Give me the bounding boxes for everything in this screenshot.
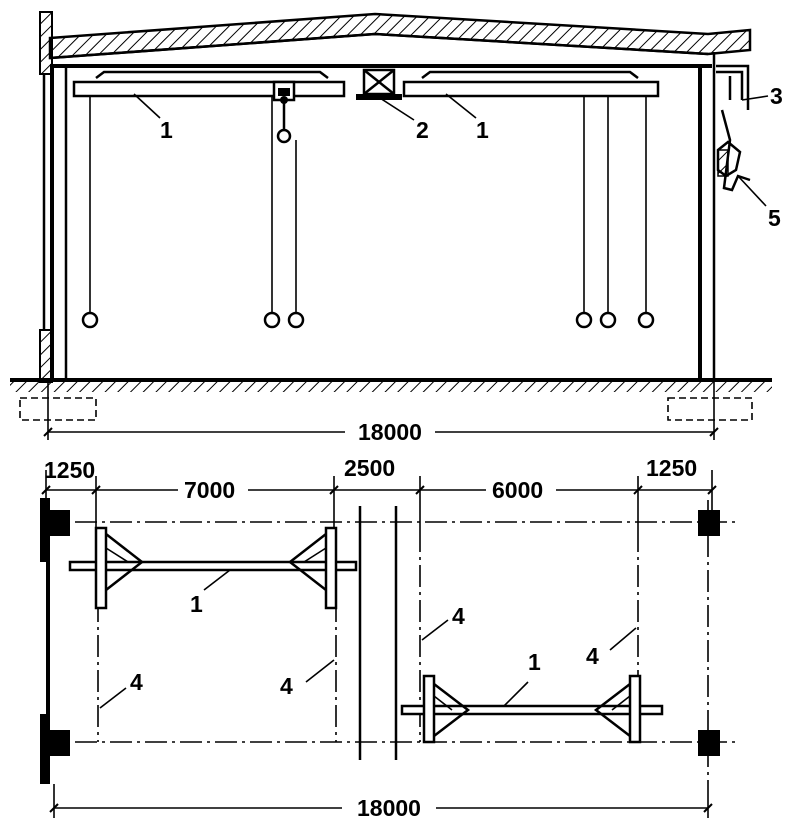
callout-crane-right: 1 (476, 117, 489, 143)
window-hatch (717, 149, 729, 177)
callout-plan-crane-right: 1 (528, 649, 541, 675)
plan-dim-end-left: 1250 (44, 457, 95, 483)
section-view: 18000 1 2 1 3 5 (10, 11, 783, 445)
callout-plan-rail-4: 4 (586, 643, 599, 669)
callout-plan-rail-2: 4 (280, 673, 293, 699)
leader-crane-right (445, 93, 477, 119)
plan-top-dimension-chain (41, 470, 717, 530)
leader-crane-left (133, 93, 161, 119)
callout-window: 5 (768, 205, 781, 231)
leader-plan-crane-right (503, 681, 529, 707)
crane-beam-left (72, 70, 346, 98)
section-span-mask (345, 420, 435, 444)
plan-crane-left (68, 526, 358, 610)
foundation-left (19, 397, 97, 421)
plan-column-right-top (698, 510, 720, 536)
foundation-right (667, 397, 753, 421)
pendant-controls (81, 96, 655, 329)
left-wall (39, 11, 53, 75)
leader-plan-rail-1 (99, 687, 127, 709)
leader-plan-crane-left (203, 569, 231, 591)
callout-plan-rail-3: 4 (452, 603, 465, 629)
callout-hoist: 2 (416, 117, 429, 143)
floor (10, 380, 772, 392)
trolley-hoist (272, 80, 296, 144)
leader-plan-rail-3 (421, 619, 449, 641)
callout-plan-crane-left: 1 (190, 591, 203, 617)
plan-dim-gap: 2500 (344, 455, 395, 481)
right-wall (716, 64, 750, 110)
plan-dim-bay-left: 7000 (184, 477, 235, 503)
plan-dim-end-right: 1250 (646, 455, 697, 481)
callout-crane-left: 1 (160, 117, 173, 143)
plan-crane-right (400, 674, 664, 744)
section-span-dimension: 18000 (358, 419, 422, 445)
plan-view: 1250 7000 2500 6000 1250 (40, 455, 740, 821)
callout-wall: 3 (770, 83, 783, 109)
callout-plan-rail-1: 4 (130, 669, 143, 695)
leader-hoist (379, 97, 415, 121)
plan-dim-bay-right: 6000 (492, 477, 543, 503)
plan-column-right-bottom (698, 730, 720, 756)
plan-span-dimension: 18000 (357, 795, 421, 821)
leader-plan-rail-4 (609, 627, 637, 651)
leader-window (737, 175, 767, 207)
right-wall-lower (720, 109, 751, 192)
leader-plan-rail-2 (305, 659, 335, 683)
hoist-unit (356, 68, 402, 100)
plan-wall-left-bottom (40, 714, 50, 784)
leader-wall (741, 95, 769, 101)
plan-wall-left-top (40, 498, 50, 562)
plan-span-mask (342, 796, 436, 820)
crane-beam-right (402, 70, 660, 98)
truss-top-line (49, 32, 709, 60)
